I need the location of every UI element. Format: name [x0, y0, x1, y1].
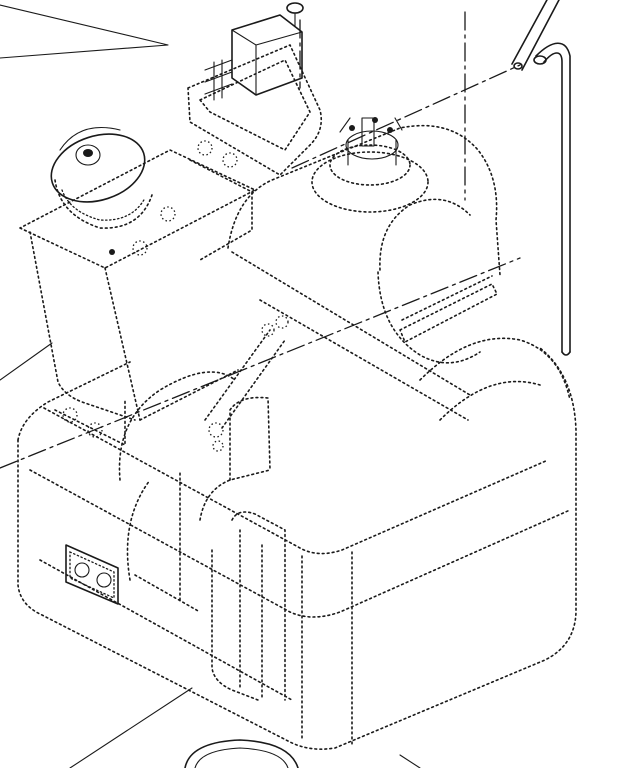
connector-block [187, 2, 323, 176]
callout-leader-bottom-right [399, 754, 421, 768]
hose-connector [533, 55, 547, 65]
connector-housing [231, 14, 303, 96]
pump-pin-1 [349, 125, 355, 131]
pump-pin-3 [372, 117, 378, 123]
pump-head-sides [347, 139, 397, 166]
reservoir-bottom [139, 369, 239, 421]
tank-upper-seam-2 [259, 299, 469, 421]
stay-rod-right [221, 339, 286, 429]
tank-strap [399, 283, 498, 343]
reservoir-cap-knob [83, 149, 93, 157]
tank-upper-seam [231, 251, 471, 396]
foot-hole-1 [62, 407, 78, 423]
reservoir [19, 126, 256, 446]
base-ring-outer [184, 739, 299, 768]
reservoir-left [29, 231, 136, 421]
hose-nipple [513, 62, 523, 70]
pump-collar [329, 144, 411, 186]
center-line-upper [291, 64, 521, 169]
tank-bottom-seam [39, 559, 293, 701]
tank-right-bulge-2 [439, 380, 541, 421]
stay-rod [204, 315, 289, 452]
bracket-rivet [109, 249, 115, 255]
bracket-hole-4 [222, 152, 238, 168]
connector-plate-inner [199, 59, 311, 151]
pump-head [345, 130, 399, 160]
reservoir-bracket-top [19, 149, 256, 269]
hose-bend-inner [543, 52, 563, 353]
stay-rod-nut [212, 440, 224, 452]
front-recess-frame [199, 469, 271, 521]
foot-hole-2 [87, 422, 103, 438]
base-ring [184, 739, 299, 768]
drain-hole-right [96, 572, 112, 588]
reservoir-bracket-side [189, 159, 253, 261]
tank-strap-edge [401, 275, 493, 321]
connector-wires [204, 59, 233, 95]
connector-mounting-plate [187, 44, 323, 176]
reservoir-cap-rim [59, 126, 121, 151]
hose-end [561, 351, 571, 356]
center-line-lower [0, 257, 521, 469]
front-recess-left [211, 549, 259, 701]
reservoir-cap-ribs [61, 189, 146, 221]
tank-left-shoulder [17, 361, 131, 441]
mounting-screw-head [286, 2, 304, 14]
reservoir-front-edge [104, 267, 141, 421]
tank-outline [17, 347, 577, 750]
hose-upper-left-edge [511, 0, 548, 65]
hose-upper-right-edge [521, 0, 560, 71]
stay-rod-top-bolt-2 [275, 315, 289, 329]
reservoir-cap-center [75, 144, 101, 166]
front-post [229, 396, 271, 481]
tank-neck-curve [379, 198, 471, 271]
base-ring-inner [194, 747, 289, 768]
drain-plate-inner [69, 550, 115, 600]
tank-upper-dome [227, 124, 501, 276]
pump-stem [361, 117, 375, 147]
reservoir-foot [54, 399, 126, 446]
bracket-hole-3 [197, 140, 213, 156]
hose-bend-outer [535, 42, 571, 353]
left-arch-base [134, 574, 201, 613]
stay-rod-left [204, 329, 271, 421]
callout-leader-bottom [69, 687, 193, 768]
pump-assembly [311, 117, 429, 213]
reservoir-cap-top [50, 133, 146, 203]
callout-leader-top-left [0, 4, 169, 59]
tank-neck-curve-2 [377, 271, 481, 364]
callout-leader-left [0, 342, 53, 381]
bracket-hole-2 [132, 240, 148, 256]
pump-pin-2 [387, 127, 393, 133]
pump-flange [311, 151, 429, 213]
tank-body [17, 124, 577, 750]
tank-right-bulge [419, 337, 571, 401]
front-recess-top [231, 511, 286, 701]
stay-rod-bottom-bolt [208, 422, 224, 438]
callout-lines [0, 4, 421, 768]
pump-terminals [339, 117, 403, 133]
reservoir-cap-skirt [54, 179, 153, 229]
drain-hole-left [74, 562, 90, 578]
connector-edges [231, 29, 303, 96]
drain-plate [65, 544, 119, 605]
left-arch [118, 371, 236, 481]
left-arch-lower [126, 479, 151, 581]
hose-pipe [511, 0, 571, 356]
tank-top-edge [43, 407, 549, 555]
tank-mid-seam [29, 469, 571, 618]
bracket-hole-1 [160, 206, 176, 222]
stay-rod-top-bolt [261, 323, 275, 337]
